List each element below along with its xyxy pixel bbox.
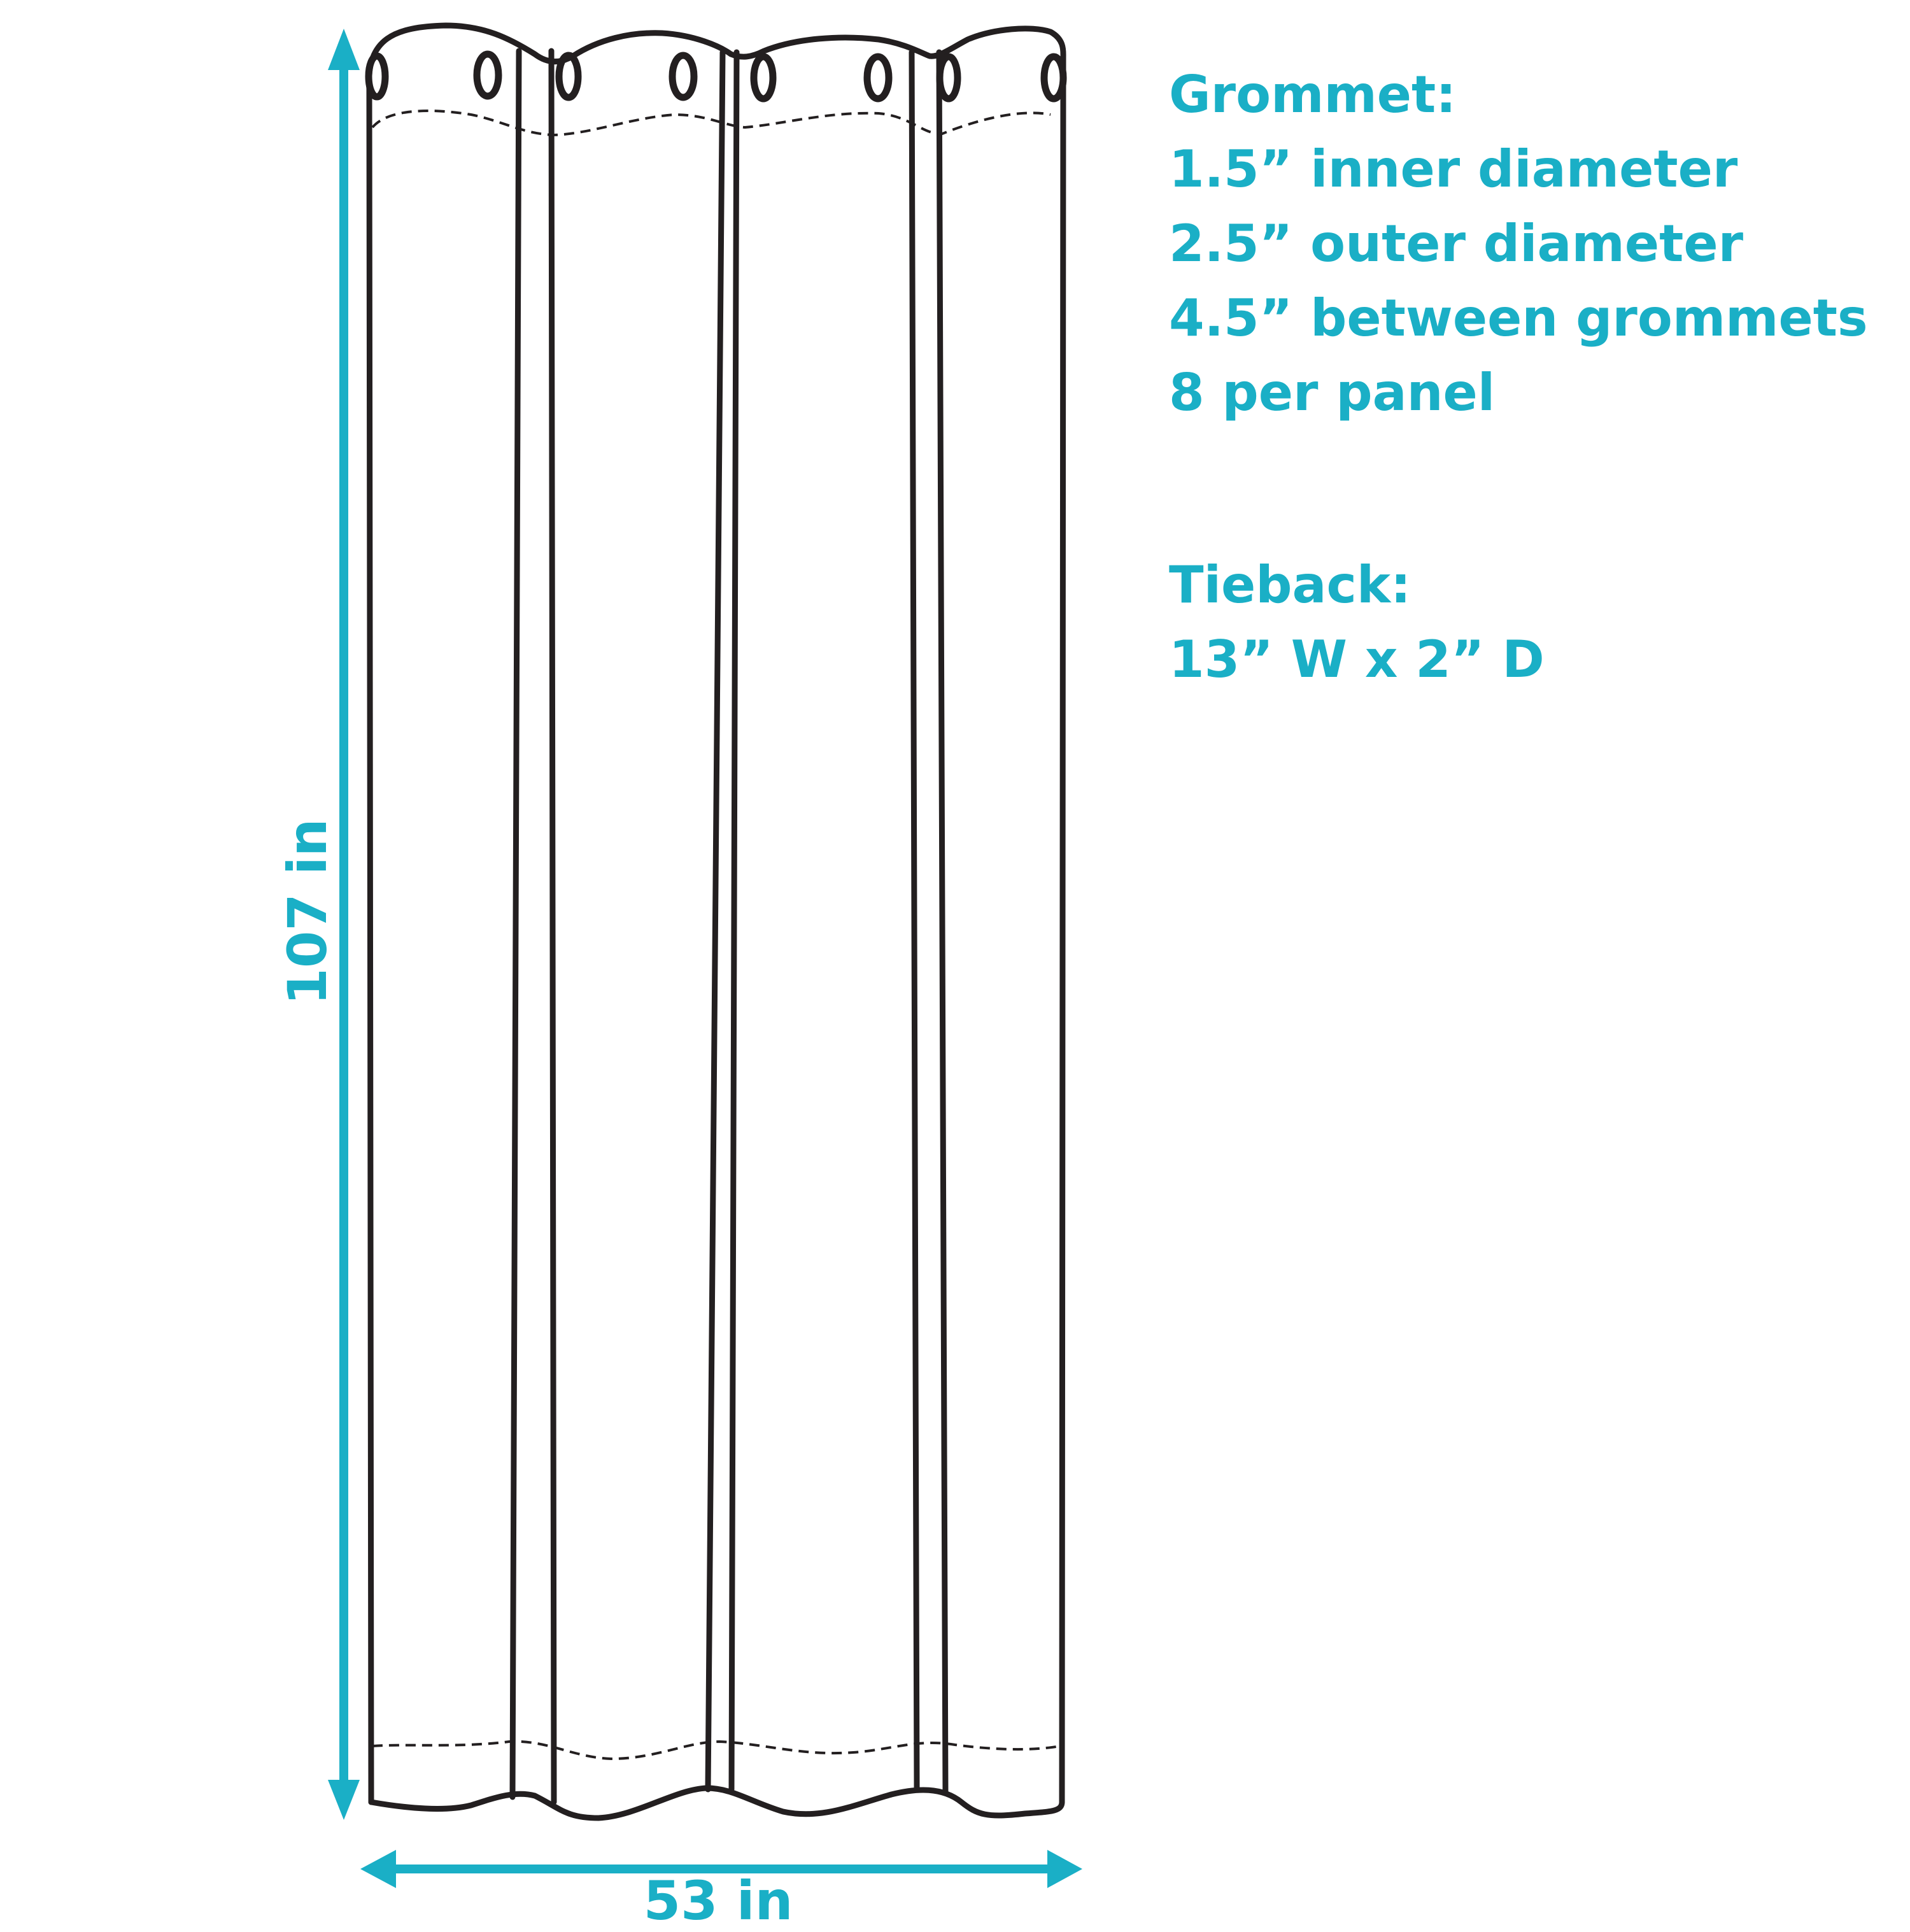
height-dimension-label: 107 in xyxy=(276,818,339,1005)
tieback-heading: Tieback: xyxy=(1169,555,1411,614)
height-dimension-arrow xyxy=(328,29,360,1820)
tieback-specs: Tieback: 13” W x 2” D xyxy=(1169,548,1545,697)
curtain-outline xyxy=(366,22,1066,1821)
grommet-icon xyxy=(750,53,777,103)
stitch-lines xyxy=(371,110,1061,1761)
grommet-icon xyxy=(365,52,389,101)
width-dimension-arrow xyxy=(360,1850,1082,1888)
grommet-outer-diameter: 2.5” outer diameter xyxy=(1169,214,1744,273)
grommet-icon xyxy=(473,50,502,100)
grommet-spacing: 4.5” between grommets xyxy=(1169,288,1868,348)
grommet-icon xyxy=(936,53,961,103)
grommet-icon xyxy=(1040,53,1067,103)
grommet-specs: Grommet: 1.5” inner diameter 2.5” outer … xyxy=(1169,57,1868,430)
arrow-left-icon xyxy=(360,1850,396,1888)
arrow-down-icon xyxy=(328,1780,360,1820)
grommet-icon xyxy=(668,52,698,101)
width-dimension-label: 53 in xyxy=(643,1870,793,1932)
grommet-icon xyxy=(863,53,893,103)
arrow-up-icon xyxy=(328,29,360,70)
grommet-heading: Grommet: xyxy=(1169,65,1457,124)
arrow-right-icon xyxy=(1047,1850,1082,1888)
grommet-icon xyxy=(555,52,582,101)
grommet-inner-diameter: 1.5” inner diameter xyxy=(1169,139,1738,199)
grommets xyxy=(365,50,1067,103)
grommet-count: 8 per panel xyxy=(1169,363,1496,422)
tieback-size: 13” W x 2” D xyxy=(1169,630,1545,689)
